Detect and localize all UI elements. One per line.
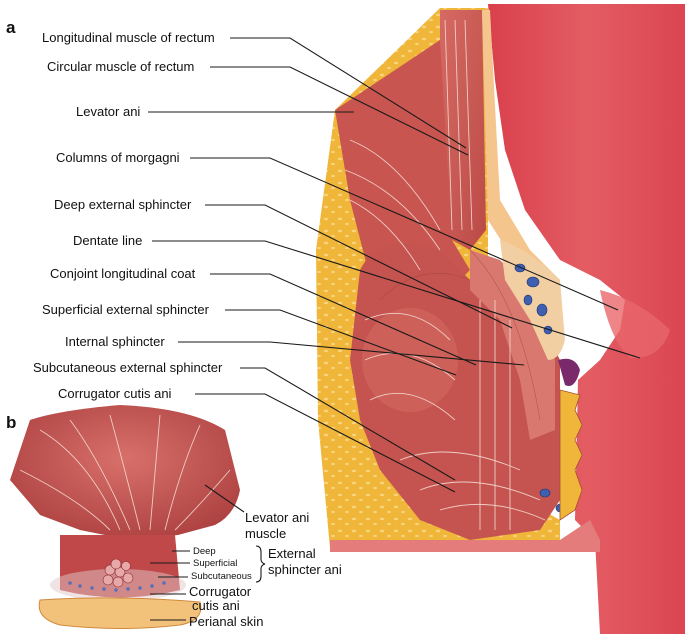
- panel-a-labels: Longitudinal muscle of rectum Circular m…: [33, 30, 223, 401]
- panel-b-labels: Levator ani muscle Deep Superficial Subc…: [189, 510, 342, 629]
- label-sphincter-ani: sphincter ani: [268, 562, 342, 577]
- label-subcutaneous-external-sphincter: Subcutaneous external sphincter: [33, 360, 223, 375]
- label-levator-ani-muscle-1: Levator ani: [245, 510, 309, 525]
- submucosa-stripe: [482, 10, 560, 300]
- levator-ani-muscle: [335, 40, 470, 300]
- panel-a-letter: a: [6, 18, 16, 37]
- label-dentate-line: Dentate line: [73, 233, 142, 248]
- label-corrugator-cutis-ani: Corrugator cutis ani: [58, 386, 172, 401]
- label-longitudinal-muscle: Longitudinal muscle of rectum: [42, 30, 215, 45]
- label-levator-ani: Levator ani: [76, 104, 140, 119]
- panel-a-leader-lines: [148, 37, 641, 493]
- label-columns-of-morgagni: Columns of morgagni: [56, 150, 180, 165]
- label-conjoint-longitudinal-coat: Conjoint longitudinal coat: [50, 266, 196, 281]
- perianal-skin-folds: [559, 389, 583, 521]
- rectal-wall-muscle: [440, 10, 486, 250]
- label-external: External: [268, 546, 316, 561]
- label-circular-muscle: Circular muscle of rectum: [47, 59, 194, 74]
- panel-b-illustration: [10, 405, 240, 629]
- panel-b-letter: b: [6, 413, 16, 432]
- anal-cushion: [600, 290, 670, 359]
- perianal-skin-disc: [38, 597, 202, 629]
- corrugator-dots: [68, 581, 166, 592]
- external-sphincter-brace: [255, 545, 266, 583]
- label-subcutaneous: Subcutaneous: [191, 571, 252, 582]
- label-levator-ani-muscle-2: muscle: [245, 526, 286, 541]
- label-internal-sphincter: Internal sphincter: [65, 334, 165, 349]
- levator-funnel-fibers: [19, 414, 231, 531]
- panel-b-leader-lines: [150, 484, 266, 621]
- rectal-mucosa: [488, 4, 685, 634]
- label-superficial: Superficial: [193, 558, 237, 569]
- anal-crypt: [558, 358, 580, 386]
- superficial-sphincter-lobe: [362, 308, 458, 412]
- anal-opening-rosette: [102, 558, 134, 588]
- label-corrugator: Corrugator: [189, 584, 252, 599]
- label-perianal-skin: Perianal skin: [189, 614, 263, 629]
- label-deep: Deep: [193, 546, 216, 557]
- label-superficial-external-sphincter: Superficial external sphincter: [42, 302, 210, 317]
- panel-a-illustration: [316, 4, 685, 634]
- label-cutis-ani: cutis ani: [192, 598, 240, 613]
- anal-margin-skin: [330, 520, 600, 552]
- label-deep-external-sphincter: Deep external sphincter: [54, 197, 192, 212]
